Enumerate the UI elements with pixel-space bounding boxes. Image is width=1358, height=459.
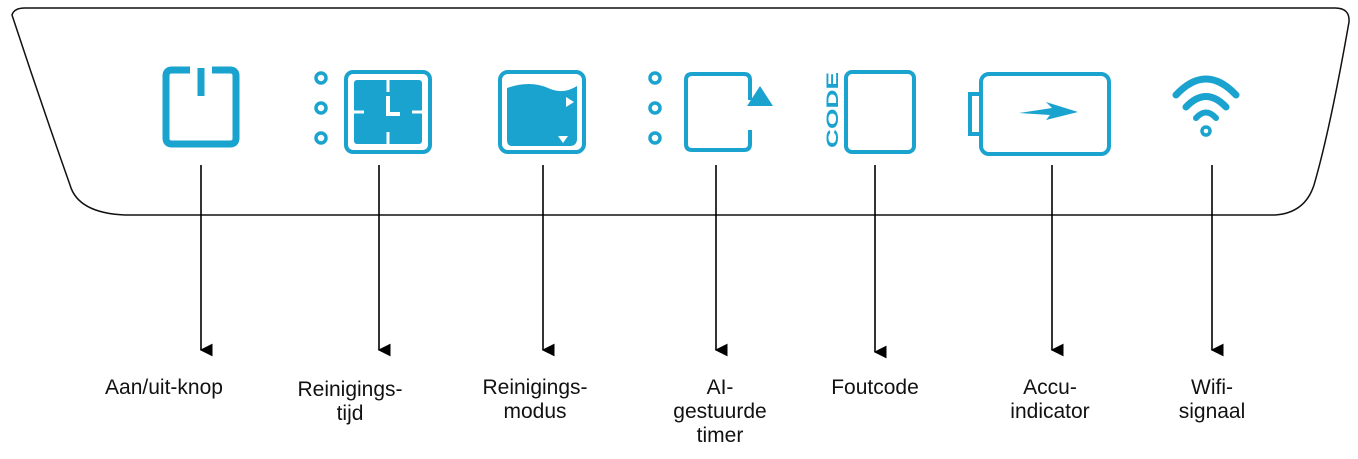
battery-icon[interactable] [968, 72, 1111, 156]
wifi-icon[interactable] [1172, 75, 1240, 137]
timer-level-dots [648, 71, 662, 145]
label-battery-indicator: Accu- indicator [1010, 376, 1090, 423]
label-cleaning-time: Reinigings- tijd [297, 378, 403, 425]
power-icon[interactable] [162, 66, 240, 148]
panel-outline [11, 7, 1350, 216]
time-level-dots [314, 71, 328, 145]
flag-icon[interactable] [498, 70, 586, 154]
code-icon[interactable]: CODE [823, 70, 916, 154]
label-wifi-signal: Wifi- signaal [1178, 376, 1246, 423]
label-cleaning-mode: Reinigings- modus [482, 376, 588, 423]
label-ai-timer: AI- gestuurde timer [673, 376, 767, 447]
label-error-code: Foutcode [831, 376, 919, 399]
label-power-button: Aan/uit-knop [105, 376, 223, 399]
code-icon-letters: CODE [823, 72, 842, 148]
pointer-arrows [199, 165, 1224, 359]
clock-icon[interactable] [344, 70, 432, 154]
refresh-arrow-icon[interactable] [684, 72, 773, 152]
